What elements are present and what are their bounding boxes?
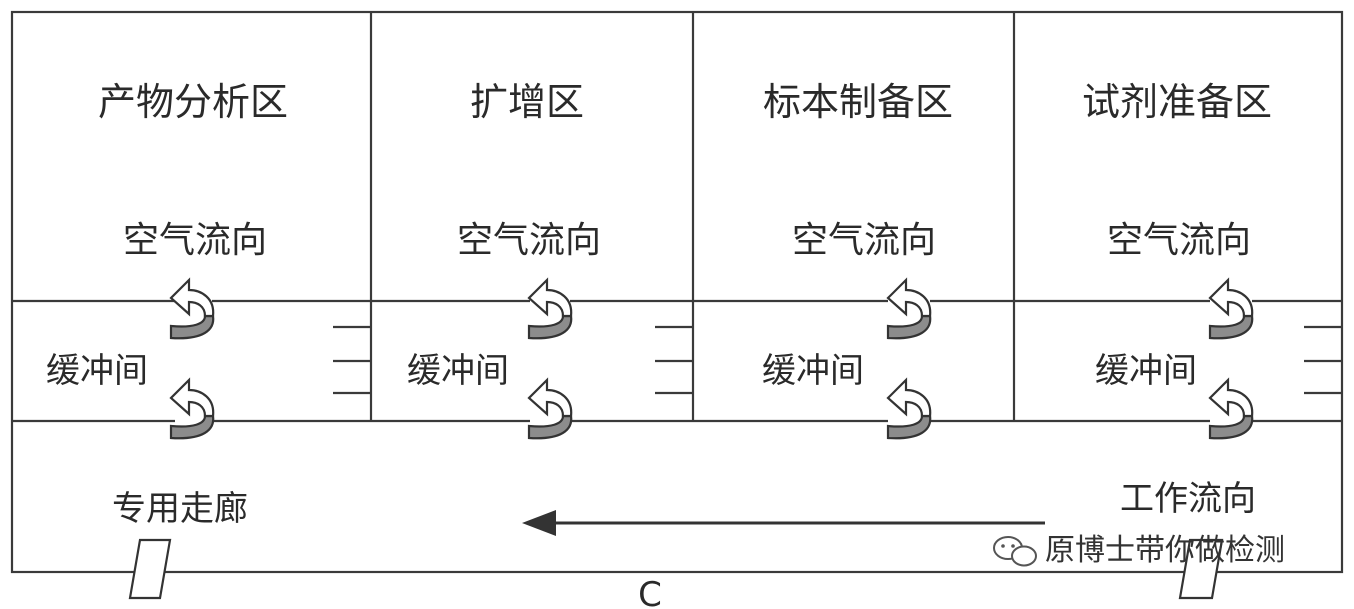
arrow-tail (886, 314, 932, 340)
arrow-tail (169, 314, 215, 340)
buffer-label-3: 缓冲间 (762, 351, 864, 391)
arrow-head (527, 377, 573, 418)
buffer-label-2: 缓冲间 (407, 351, 509, 391)
work-flow-arrow (522, 510, 1045, 536)
corridor-label: 专用走廊 (112, 489, 248, 529)
air-flow-curved-arrow (886, 377, 932, 440)
wechat-icon (993, 536, 1037, 567)
buffer-label-4: 缓冲间 (1095, 351, 1197, 391)
arrow-head (886, 277, 932, 318)
arrow-head (169, 277, 215, 318)
work-flow-label: 工作流向 (1120, 479, 1256, 519)
arrow-head (169, 377, 215, 418)
air-flow-curved-arrow (1208, 277, 1254, 340)
arrow-tail (1208, 314, 1254, 340)
air-flow-curved-arrow (527, 377, 573, 440)
room-name-1: 产物分析区 (98, 80, 288, 124)
figure-caption: C (638, 575, 662, 609)
room-name-3: 标本制备区 (763, 80, 953, 124)
arrow-tail (169, 414, 215, 440)
outer-frame (10, 10, 1344, 574)
arrow-head (527, 277, 573, 318)
air-flow-curved-arrow (527, 277, 573, 340)
air-flow-label-2: 空气流向 (457, 220, 601, 261)
arrow-tail (886, 414, 932, 440)
air-flow-label-3: 空气流向 (792, 220, 936, 261)
arrow-tail (527, 314, 573, 340)
pass-window-4 (1304, 325, 1342, 395)
door-left (128, 538, 172, 600)
watermark: 原博士带你做检测 (993, 533, 1285, 568)
air-flow-curved-arrow (169, 377, 215, 440)
arrow-head (1208, 377, 1254, 418)
air-flow-label-4: 空气流向 (1107, 220, 1251, 261)
buffer-label-1: 缓冲间 (46, 351, 148, 391)
door-right (1178, 538, 1224, 600)
arrow-tail (527, 414, 573, 440)
arrow-head (886, 377, 932, 418)
watermark-text: 原博士带你做检测 (1045, 533, 1285, 568)
air-flow-curved-arrow (169, 277, 215, 340)
air-flow-curved-arrow (1208, 377, 1254, 440)
arrow-head (1208, 277, 1254, 318)
room-name-4: 试剂准备区 (1082, 80, 1272, 124)
room-name-2: 扩增区 (470, 80, 584, 124)
arrow-tail (1208, 414, 1254, 440)
pass-window-2 (655, 325, 693, 395)
air-flow-label-1: 空气流向 (123, 220, 267, 261)
airflow-arrows (169, 277, 1254, 440)
pass-window-1 (333, 325, 371, 395)
air-flow-curved-arrow (886, 277, 932, 340)
